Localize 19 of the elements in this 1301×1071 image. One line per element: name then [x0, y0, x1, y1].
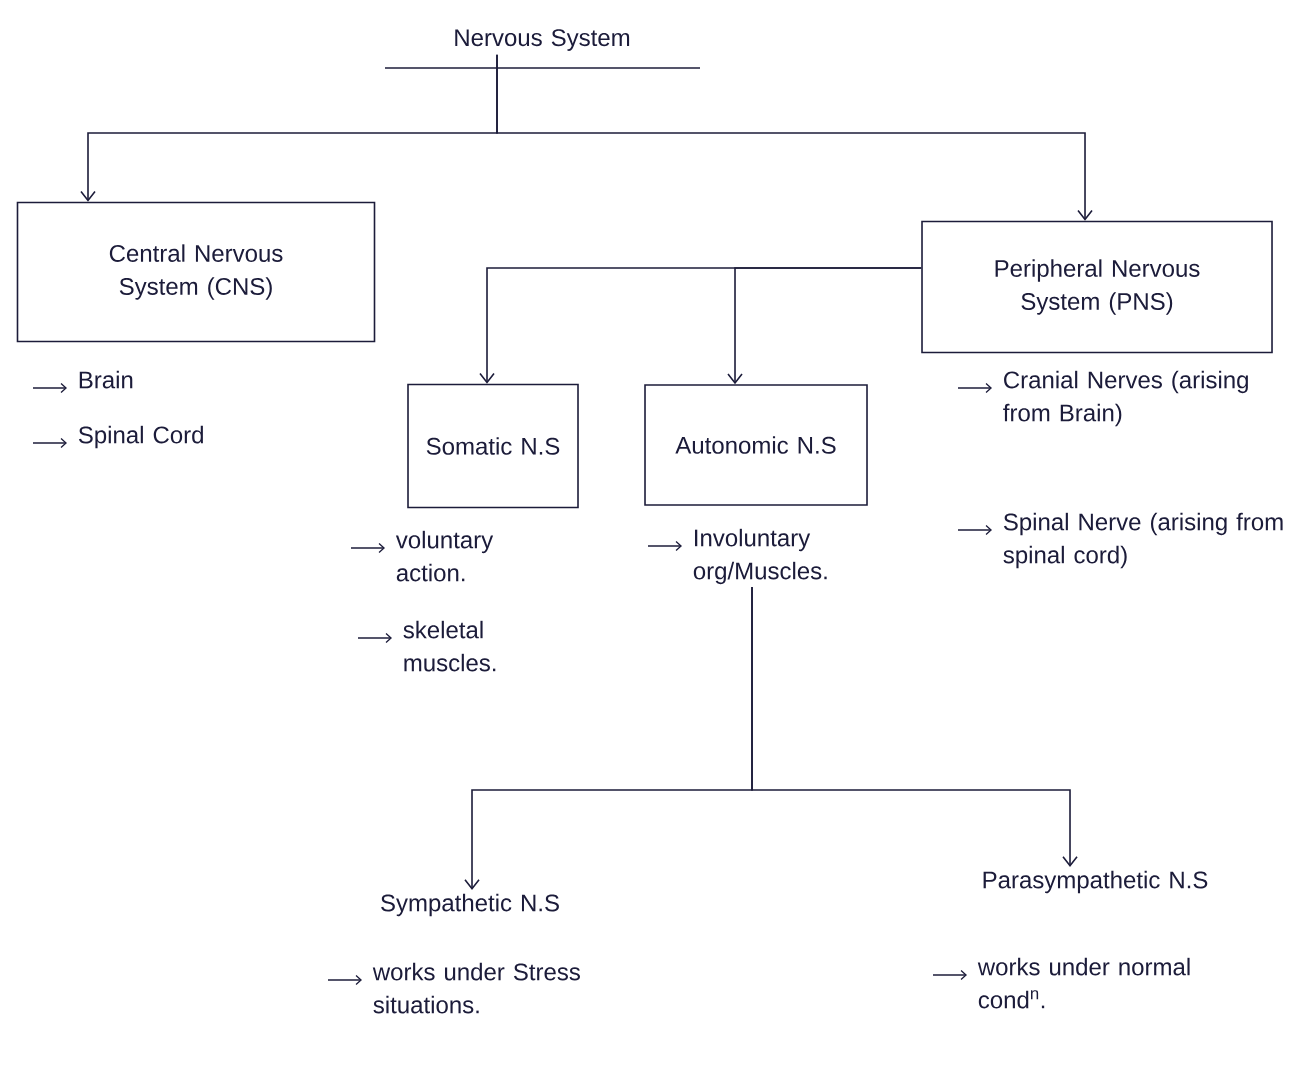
- bullet-text: Brain: [79, 370, 133, 389]
- bullet-text: Involuntary org/Muscles.: [693, 528, 827, 585]
- process-box: Somatic N.S: [407, 383, 579, 509]
- bullet-text: voluntary action.: [395, 530, 494, 582]
- bullet-text: skeletal muscles.: [403, 620, 496, 672]
- bullet-text: works under Stress situations.: [372, 962, 580, 1014]
- bullet-text: Cranial Nerves (arising from Brain): [1003, 370, 1248, 427]
- process-box: Autonomic N.S: [644, 384, 868, 506]
- process-box: Peripheral Nervous System (PNS): [921, 220, 1273, 354]
- title-text: Nervous System: [384, 29, 701, 69]
- bullet-text: Spinal Cord: [78, 425, 203, 449]
- process-box: Central Nervous System (CNS): [16, 201, 376, 343]
- bullet-text: works under normal cond$^{n}$.: [977, 957, 1190, 1009]
- arrow: [727, 267, 922, 385]
- arrow: [496, 53, 1093, 221]
- arrow: [751, 586, 1078, 868]
- heading-text: Parasympathetic N.S: [983, 870, 1208, 894]
- heading-text: Sympathetic N.S: [381, 893, 559, 917]
- bullet-text: Spinal Nerve (arising from spinal cord): [1003, 512, 1283, 569]
